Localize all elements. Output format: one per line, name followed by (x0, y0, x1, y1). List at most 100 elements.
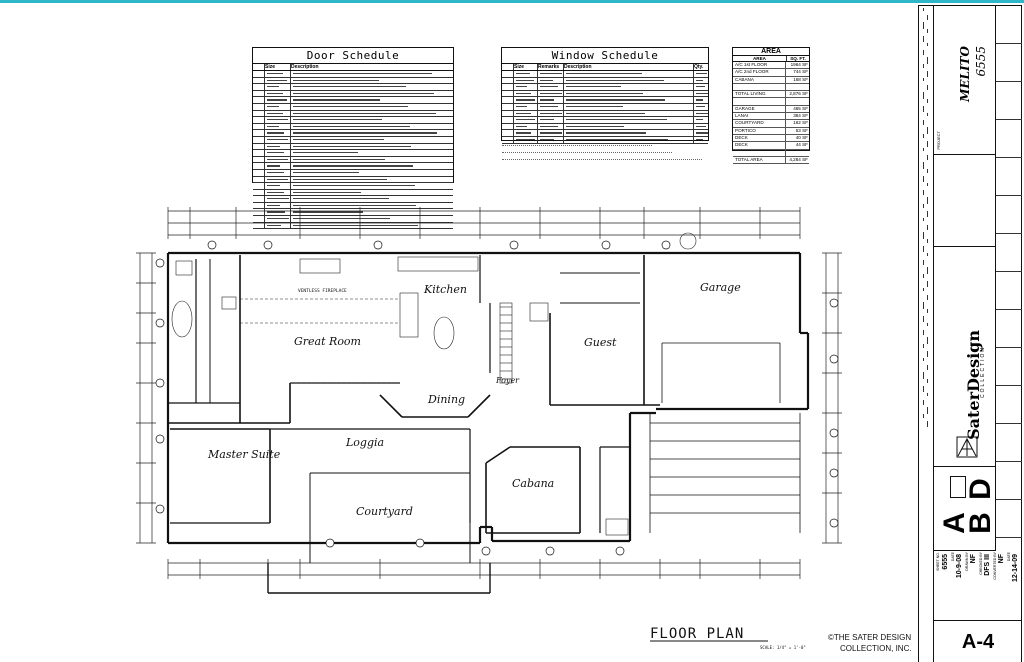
schedule-cell (291, 78, 453, 84)
schedule-row (253, 189, 453, 197)
area-label: TOTAL LIVING (733, 91, 786, 98)
schedule-cell (265, 97, 291, 103)
abd-blank-square (950, 476, 966, 498)
cell-text-stroke (293, 119, 383, 121)
schedule-row (502, 84, 708, 91)
area-value: 1964 SF (790, 62, 808, 67)
schedule-row (253, 222, 453, 230)
drawing-title: FLOOR PLAN (650, 626, 744, 642)
fine-print-line (927, 295, 928, 300)
cell-text-stroke (516, 125, 528, 127)
area-value: 4,284 SF (789, 156, 808, 162)
schedule-cell (538, 117, 564, 123)
schedule-cell (694, 111, 708, 117)
area-value: 384 SF (793, 113, 808, 119)
cell-text-stroke (267, 178, 289, 180)
cell-text-stroke (267, 152, 284, 154)
schedule-cell (538, 123, 564, 130)
schedule-cell (291, 157, 453, 163)
window-schedule-title: Window Schedule (502, 48, 708, 64)
cell-text-stroke (267, 218, 289, 220)
room-label-master: Master Suite (207, 448, 281, 461)
project-label: PROJECT (936, 131, 941, 150)
schedule-cell (265, 209, 291, 216)
room-label-kitchen: Kitchen (423, 283, 467, 296)
area-value: 2,876 SF (789, 91, 808, 97)
schedule-cell (694, 97, 708, 103)
grid-marker (373, 240, 383, 250)
schedule-cell (291, 71, 453, 77)
fine-print-line (923, 50, 924, 55)
fine-print-line (927, 211, 928, 217)
schedule-row (253, 97, 453, 104)
shower (605, 518, 629, 536)
schedule-cell (502, 71, 514, 77)
schedule-row (253, 143, 453, 151)
schedule-cell (291, 91, 453, 97)
fine-print-line (927, 43, 928, 46)
cell-text-stroke (267, 138, 288, 141)
schedule-cell (291, 117, 453, 123)
schedule-row (502, 117, 708, 124)
sheet-no-label: SHEET NO. (936, 552, 940, 571)
cell-text-stroke (516, 138, 536, 141)
grid-marker (155, 258, 165, 268)
schedule-cell (291, 216, 453, 222)
schedule-row (253, 77, 453, 85)
schedule-cell (291, 196, 453, 202)
fireplace (299, 258, 341, 274)
cell-text-stroke (293, 165, 413, 167)
fine-print-line (923, 344, 924, 348)
schedule-cell (502, 103, 514, 110)
schedule-cell (564, 84, 694, 90)
schedule-cell (265, 117, 291, 123)
cell-text-stroke (696, 86, 706, 88)
fine-print-line (927, 29, 928, 33)
revision-row (996, 44, 1022, 82)
grid-marker (615, 546, 625, 556)
schedule-row (253, 176, 453, 184)
schedule-row (502, 136, 708, 144)
schedule-cell (291, 111, 453, 117)
fine-print-line (923, 316, 924, 322)
schedule-cell (253, 110, 265, 117)
grid-markers (155, 240, 839, 556)
window-schedule-header: Size Remarks Description Qty. (502, 64, 708, 71)
fine-print-line (923, 106, 924, 112)
notes-column (921, 8, 933, 428)
schedule-row (253, 110, 453, 118)
area-label: TOTAL AREA (733, 156, 786, 164)
fine-print-line (923, 386, 924, 392)
schedule-cell (564, 90, 694, 97)
copyright-line-1: ©THE SATER DESIGN (828, 633, 911, 642)
fine-print-line (927, 421, 928, 427)
fine-print-line (923, 78, 924, 81)
schedule-cell (265, 202, 291, 209)
schedule-cell (253, 71, 265, 77)
schedule-row (502, 71, 708, 78)
abd-letter-b: B (963, 512, 997, 534)
schedule-cell (265, 90, 291, 97)
cell-text-stroke (267, 191, 285, 193)
brand-subtitle: COLLECTION (980, 346, 986, 398)
schedule-cell (265, 222, 291, 229)
schedule-row (502, 123, 708, 131)
fine-print-line (923, 148, 924, 151)
cell-text-stroke (540, 125, 558, 127)
cell-text-stroke (267, 112, 284, 114)
schedule-cell (694, 130, 708, 136)
cell-text-stroke (696, 119, 704, 121)
schedule-row (502, 90, 708, 98)
drawing-scale: SCALE: 1/4" = 1'-0" (760, 645, 806, 650)
cell-text-stroke (516, 99, 535, 101)
schedule-row (253, 130, 453, 137)
schedule-cell (538, 84, 564, 90)
fine-print-line (923, 260, 924, 265)
schedule-cell (538, 136, 564, 143)
revision-row (996, 120, 1022, 158)
cell-text-stroke (267, 165, 280, 167)
schedule-row (502, 97, 708, 104)
cell-text-stroke (267, 132, 284, 134)
door-schedule: Door Schedule Size Description (252, 47, 454, 230)
